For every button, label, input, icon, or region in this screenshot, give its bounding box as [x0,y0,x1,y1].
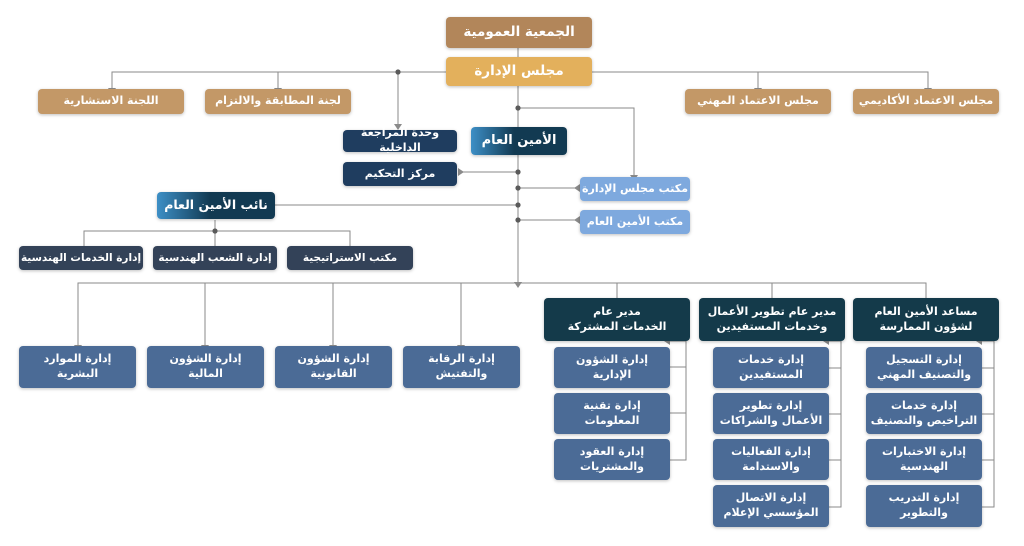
engineering-exams-box: إدارة الاختبارات الهندسية [866,439,982,480]
human-resources-box: إدارة الموارد البشرية [19,346,136,388]
training-development-label: إدارة التدريب والتطوير [888,491,960,519]
deputy-secretary-box: نائب الأمين العام [157,192,275,219]
financial-affairs-box: إدارة الشؤون المالية [147,346,264,388]
business-dev-gm-label: مدير عام تطوير الأعمال وخدمات المستفيدين [707,304,837,333]
academic-accreditation-box: مجلس الاعتماد الأكاديمي [853,89,999,114]
business-partnerships-label: إدارة تطوير الأعمال والشراكات [719,398,823,427]
audit-inspection-label: إدارة الرقابة والتفتيش [428,352,495,380]
business-partnerships-box: إدارة تطوير الأعمال والشراكات [713,393,829,434]
internal-audit-box: وحدة المراجعة الداخلية [343,126,457,154]
internal-audit-label: وحدة المراجعة الداخلية [360,126,440,154]
training-development-box: إدارة التدريب والتطوير [866,485,982,527]
deputy-secretary-label: نائب الأمين العام [164,197,268,213]
contracts-procurement-label: إدارة العقود والمشتريات [579,444,645,473]
advisory-committee-box: اللجنة الاستشارية [38,89,184,114]
licensing-services-box: إدارة خدمات التراخيص والتصنيف [866,393,982,434]
corporate-communication-box: إدارة الاتصال المؤسسي الإعلام [713,485,829,527]
audit-inspection-box: إدارة الرقابة والتفتيش [403,346,520,388]
business-dev-gm-box: مدير عام تطوير الأعمال وخدمات المستفيدين [699,298,845,341]
board-box: مجلس الإدارة [446,57,592,86]
compliance-committee-label: لجنة المطابقة والالتزام [215,94,341,108]
strategy-office-label: مكتب الاستراتيجية [302,251,398,264]
legal-affairs-label: إدارة الشؤون القانونية [297,352,370,380]
events-sustainability-box: إدارة الفعاليات والاستدامة [713,439,829,480]
registration-classification-box: إدارة التسجيل والتصنيف المهني [866,347,982,388]
it-department-label: إدارة تقنية المعلومات [583,398,641,427]
engineering-branches-box: إدارة الشعب الهندسية [153,246,277,270]
control-center-label: مركز التحكيم [364,166,436,180]
sg-office-box: مكتب الأمين العام [580,210,690,234]
shared-services-gm-label: مدير عام الخدمات المشتركة [567,304,667,333]
human-resources-label: إدارة الموارد البشرية [43,352,112,380]
admin-affairs-box: إدارة الشؤون الإدارية [554,347,670,388]
practice-affairs-assistant-label: مساعد الأمين العام لشؤون الممارسة [874,304,978,333]
legal-affairs-box: إدارة الشؤون القانونية [275,346,392,388]
financial-affairs-label: إدارة الشؤون المالية [169,352,242,380]
practice-affairs-assistant-box: مساعد الأمين العام لشؤون الممارسة [853,298,999,341]
professional-accreditation-box: مجلس الاعتماد المهني [685,89,831,114]
professional-accreditation-label: مجلس الاعتماد المهني [697,94,819,108]
engineering-branches-label: إدارة الشعب الهندسية [158,251,272,264]
general-assembly-label: الجمعية العمومية [463,24,575,41]
academic-accreditation-label: مجلس الاعتماد الأكاديمي [858,94,994,108]
shared-services-gm-box: مدير عام الخدمات المشتركة [544,298,690,341]
strategy-office-box: مكتب الاستراتيجية [287,246,413,270]
general-assembly-box: الجمعية العمومية [446,17,592,48]
engineering-services-label: إدارة الخدمات الهندسية [20,251,142,264]
secretary-general-box: الأمين العام [471,127,567,155]
control-center-box: مركز التحكيم [343,162,457,186]
engineering-services-box: إدارة الخدمات الهندسية [19,246,143,270]
registration-classification-label: إدارة التسجيل والتصنيف المهني [876,352,972,381]
contracts-procurement-box: إدارة العقود والمشتريات [554,439,670,480]
engineering-exams-label: إدارة الاختبارات الهندسية [882,444,966,473]
board-label: مجلس الإدارة [474,63,564,80]
admin-affairs-label: إدارة الشؤون الإدارية [575,352,649,381]
board-office-box: مكتب مجلس الإدارة [580,177,690,201]
compliance-committee-box: لجنة المطابقة والالتزام [205,89,351,114]
corporate-communication-label: إدارة الاتصال المؤسسي الإعلام [723,491,819,519]
events-sustainability-label: إدارة الفعاليات والاستدامة [731,444,811,473]
licensing-services-label: إدارة خدمات التراخيص والتصنيف [870,398,978,427]
advisory-committee-label: اللجنة الاستشارية [63,94,159,108]
beneficiary-services-box: إدارة خدمات المستفيدين [713,347,829,388]
board-office-label: مكتب مجلس الإدارة [582,181,688,195]
secretary-general-label: الأمين العام [481,133,557,149]
sg-office-label: مكتب الأمين العام [586,214,684,228]
it-department-box: إدارة تقنية المعلومات [554,393,670,434]
beneficiary-services-label: إدارة خدمات المستفيدين [737,352,805,381]
